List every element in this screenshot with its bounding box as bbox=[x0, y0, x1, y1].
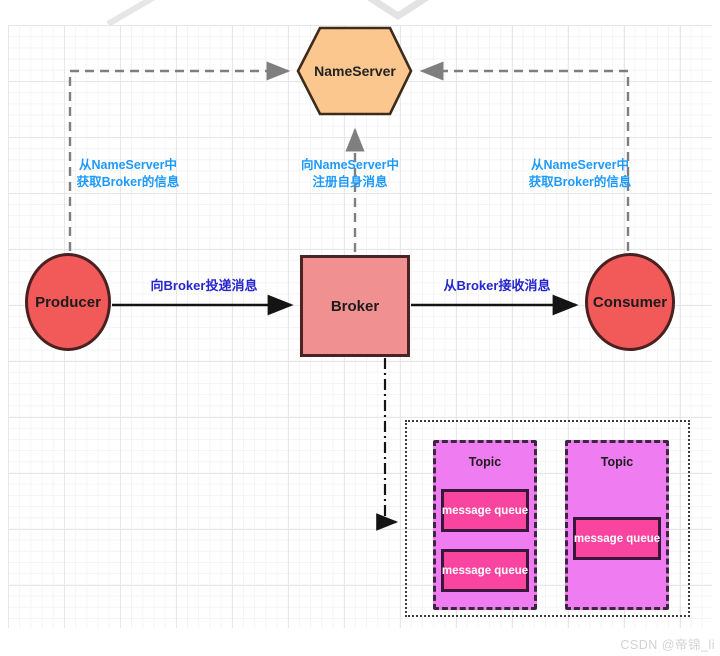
label-line-1: 从NameServer中 bbox=[531, 158, 629, 172]
topic-2-title: Topic bbox=[600, 455, 634, 469]
label-line-2: 注册自身消息 bbox=[312, 175, 388, 189]
edge-consumer-to-nameserver bbox=[419, 61, 630, 251]
watermark-diagonal-decoration bbox=[106, 0, 156, 27]
producer-node: Producer bbox=[25, 253, 111, 351]
label-line-1: 从NameServer中 bbox=[79, 158, 177, 172]
nameserver-shape bbox=[296, 26, 413, 116]
edge-broker-to-topics bbox=[376, 358, 399, 531]
producer-label: Producer bbox=[35, 293, 101, 311]
csdn-watermark: CSDN @帝锦_li bbox=[620, 638, 715, 652]
consumer-node: Consumer bbox=[585, 253, 675, 351]
watermark-chevron-decoration bbox=[366, 0, 430, 21]
nameserver-node-label: NameServer bbox=[314, 63, 396, 79]
label-consumer-to-nameserver: 从NameServer中 获取Broker的信息 bbox=[485, 157, 675, 191]
label-line-1: 向NameServer中 bbox=[301, 158, 399, 172]
message-queue: message queue bbox=[441, 489, 529, 532]
message-queue: message queue bbox=[573, 517, 661, 560]
broker-label: Broker bbox=[330, 297, 380, 315]
consumer-label: Consumer bbox=[592, 293, 668, 311]
message-queue: message queue bbox=[441, 549, 529, 592]
topic-1-title: Topic bbox=[468, 455, 502, 469]
topic-box-1: Topic message queue message queue bbox=[433, 440, 537, 610]
broker-node: Broker bbox=[300, 255, 410, 357]
label-broker-to-nameserver: 向NameServer中 注册自身消息 bbox=[255, 157, 445, 191]
label-line-2: 获取Broker的信息 bbox=[528, 175, 632, 189]
label-producer-to-broker: 向Broker投递消息 bbox=[150, 278, 258, 293]
label-producer-to-nameserver: 从NameServer中 获取Broker的信息 bbox=[33, 157, 223, 191]
edge-producer-to-nameserver bbox=[68, 61, 291, 251]
topics-container: Topic message queue message queue Topic … bbox=[405, 420, 690, 617]
topic-box-2: Topic message queue bbox=[565, 440, 669, 610]
label-broker-to-consumer: 从Broker接收消息 bbox=[443, 278, 551, 293]
label-line-2: 获取Broker的信息 bbox=[76, 175, 180, 189]
